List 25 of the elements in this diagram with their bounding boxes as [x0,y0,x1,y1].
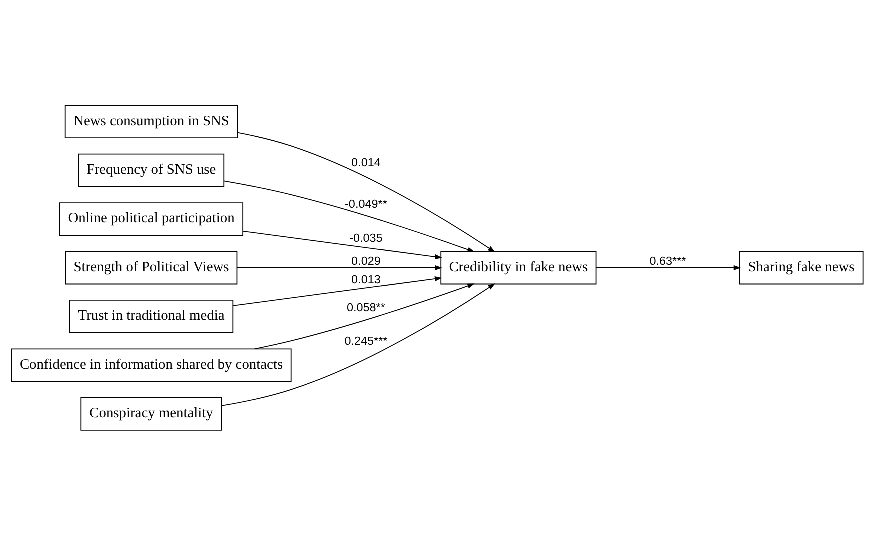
node-box: Conspiracy mentality [80,397,222,431]
edge-label: -0.049** [345,198,388,211]
node-box: Trust in traditional media [69,300,234,334]
arrow [596,265,742,271]
arrow [232,276,442,306]
edge-label: 0.014 [352,156,381,170]
edge-label: 0.63*** [650,254,686,268]
edge-label: 0.245*** [344,335,388,348]
arrow [254,284,475,350]
node-box: Online political participation [59,202,244,236]
node-box: Frequency of SNS use [78,154,225,188]
node-box: Confidence in information shared by contacts [11,348,292,382]
node-box: Credibility in fake news [440,251,597,285]
edge-label: 0.013 [352,274,381,287]
edge-label: -0.035 [350,232,383,246]
node-box: News consumption in SNS [64,105,238,139]
edge-label: 0.029 [352,254,381,268]
arrow [237,132,496,252]
node-box: Strength of Political Views [65,251,238,285]
arrow [242,230,442,260]
arrow [221,284,496,406]
arrow [224,180,475,252]
node-box: Sharing fake news [739,251,864,285]
edge-label: 0.058** [347,302,386,315]
arrow [236,265,442,271]
